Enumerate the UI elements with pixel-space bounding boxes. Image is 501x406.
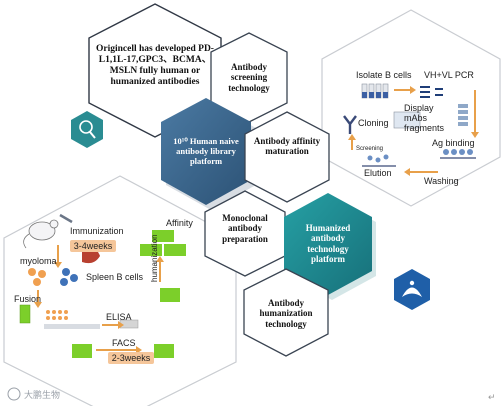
pcr-label: VH+VL PCR	[424, 70, 474, 80]
humanization-step-label: humanization	[150, 234, 159, 282]
hybridoma-flow-graphics	[19, 213, 186, 358]
weeks-a-badge: 3-4weeks	[70, 240, 116, 252]
immunization-label: Immunization	[70, 226, 124, 236]
library-label: 10¹⁰ Human naive antibody library platfo…	[173, 136, 239, 166]
elution-label: Elution	[364, 168, 392, 178]
cloning-label: Cloning	[358, 118, 389, 128]
intro-text: Origincell has developed PD-L1,1L-17,GPC…	[96, 44, 214, 87]
humanized-platform-label: Humanized antibody technology platform	[305, 223, 351, 265]
monoclonal-label: Monoclonal antibody preparation	[222, 213, 268, 244]
molecule-icon	[394, 269, 430, 310]
hexagon-intro	[88, 3, 222, 138]
display-label: Display mAbs fragments	[404, 103, 445, 133]
hexagon-humanized-platform	[284, 193, 372, 295]
spleen-b-cells-label: Spleen B cells	[86, 272, 144, 282]
isolate-b-cells-label: Isolate B cells	[356, 70, 412, 80]
facs-label: FACS	[112, 338, 136, 348]
hexagon-library-panel	[321, 9, 501, 207]
fusion-label: Fusion	[14, 294, 42, 304]
magnifier-icon	[71, 111, 103, 148]
humanization-label: Antibody humanization technology	[259, 298, 313, 329]
library-flow-graphics	[343, 83, 479, 176]
affinity-label: Antibody affinity maturation	[253, 136, 321, 157]
washing-label: Washing	[424, 176, 459, 186]
affinity-step-label: Affinity	[166, 218, 193, 228]
watermark-text: 大鹏生物	[24, 391, 61, 401]
myeloma-label: myoloma	[20, 256, 57, 266]
return-mark: ↵	[488, 392, 496, 402]
weeks-b-badge: 2-3weeks	[108, 352, 154, 364]
ag-binding-label: Ag binding	[432, 138, 475, 148]
screening-step-label: Screening	[356, 146, 384, 152]
hexagon-library	[161, 98, 251, 205]
hexagon-monoclonal	[204, 190, 286, 277]
elisa-label: ELISA	[106, 312, 132, 322]
hexagon-humanization	[243, 268, 329, 357]
watermark-logo	[7, 387, 21, 401]
hexagon-affinity	[244, 111, 330, 203]
screening-label: Antibody screening technology	[228, 62, 270, 93]
